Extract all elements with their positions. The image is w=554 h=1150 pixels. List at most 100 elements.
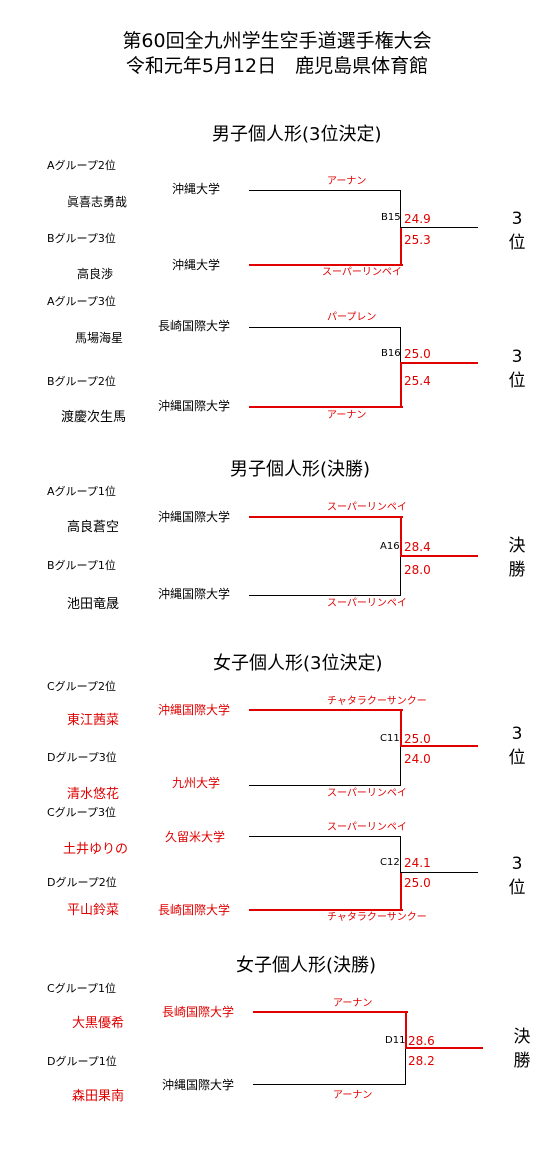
- athlete-name: 清水悠花: [67, 787, 120, 802]
- result-label: 3位: [508, 347, 526, 391]
- university-name: 長崎国際大学: [158, 903, 231, 917]
- score-top: 25.0: [404, 347, 431, 361]
- kata-name: パープレン: [327, 312, 377, 323]
- score-top: 28.4: [404, 540, 431, 554]
- athlete-name: 土井ゆりの: [63, 842, 129, 857]
- bracket-line-winner: [253, 1011, 408, 1013]
- score-bottom: 25.4: [404, 374, 431, 388]
- bracket-line: [400, 872, 478, 873]
- match-id: B15: [381, 212, 401, 223]
- result-label: 3位: [508, 724, 526, 768]
- bracket-line-winner: [249, 264, 403, 266]
- bracket-line: [400, 190, 401, 228]
- kata-name: アーナン: [333, 1090, 373, 1101]
- bracket-line-winner: [405, 1047, 483, 1049]
- university-name: 沖縄国際大学: [158, 399, 231, 413]
- score-bottom: 24.0: [404, 752, 431, 766]
- bracket-line-winner: [400, 873, 402, 911]
- score-bottom: 28.2: [408, 1054, 435, 1068]
- bracket-line-winner: [400, 228, 402, 266]
- university-name: 沖縄国際大学: [162, 1078, 235, 1092]
- athlete-name: 森田果南: [72, 1089, 125, 1104]
- athlete-name: 高良蒼空: [67, 520, 120, 535]
- bracket-line-winner: [400, 709, 402, 747]
- bracket-line: [249, 190, 401, 191]
- result-label: 3位: [508, 854, 526, 898]
- athlete-name: 平山鈴菜: [67, 903, 120, 918]
- group-label: Aグループ1位: [47, 485, 116, 498]
- match-id: A16: [380, 541, 400, 552]
- university-name: 沖縄大学: [172, 258, 221, 272]
- athlete-name: 馬場海星: [75, 331, 124, 345]
- kata-name: スーパーリンペイ: [322, 267, 402, 278]
- section-title-men-third: 男子個人形(3位決定): [212, 124, 382, 145]
- match-id: C12: [380, 857, 400, 868]
- section-title-women-third: 女子個人形(3位決定): [213, 653, 383, 674]
- bracket-line-winner: [400, 745, 478, 747]
- university-name: 沖縄国際大学: [158, 510, 231, 524]
- bracket-line-winner: [249, 516, 403, 518]
- bracket-line: [249, 785, 401, 786]
- score-bottom: 25.0: [404, 876, 431, 890]
- bracket-line: [249, 595, 401, 596]
- result-label: 決勝: [513, 1027, 531, 1071]
- bracket-line: [400, 227, 478, 228]
- group-label: Dグループ2位: [47, 876, 117, 889]
- score-bottom: 25.3: [404, 233, 431, 247]
- score-bottom: 28.0: [404, 563, 431, 577]
- group-label: Dグループ3位: [47, 751, 117, 764]
- group-label: Aグループ3位: [47, 295, 116, 308]
- section-title-women-final: 女子個人形(決勝): [236, 955, 377, 976]
- university-name: 九州大学: [172, 776, 221, 790]
- bracket-line: [253, 1084, 406, 1085]
- bracket-line-winner: [249, 909, 403, 911]
- athlete-name: 高良渉: [77, 267, 114, 281]
- bracket-line: [249, 836, 401, 837]
- event-date-venue: 令和元年5月12日 鹿児島県体育館: [125, 55, 429, 77]
- kata-name: チャタラクーサンクー: [327, 912, 427, 923]
- score-top: 24.9: [404, 212, 431, 226]
- bracket-line-winner: [400, 362, 478, 364]
- kata-name: チャタラクーサンクー: [327, 696, 427, 707]
- score-top: 24.1: [404, 856, 431, 870]
- result-label: 決勝: [508, 536, 526, 580]
- bracket-line-winner: [405, 1011, 407, 1049]
- kata-name: アーナン: [333, 998, 373, 1009]
- bracket-line-winner: [400, 516, 402, 557]
- kata-name: スーパーリンペイ: [327, 502, 407, 513]
- university-name: 沖縄国際大学: [158, 587, 231, 601]
- match-id: C11: [380, 733, 400, 744]
- athlete-name: 渡慶次生馬: [61, 410, 127, 425]
- university-name: 久留米大学: [165, 830, 226, 844]
- group-label: Aグループ2位: [47, 159, 116, 172]
- result-label: 3位: [508, 209, 526, 253]
- event-title: 第60回全九州学生空手道選手権大会: [122, 30, 432, 52]
- university-name: 長崎国際大学: [162, 1005, 235, 1019]
- bracket-line-winner: [249, 406, 403, 408]
- bracket-line-winner: [400, 363, 402, 408]
- bracket-line-winner: [400, 555, 478, 557]
- score-top: 25.0: [404, 732, 431, 746]
- athlete-name: 大黒優希: [72, 1016, 125, 1031]
- kata-name: アーナン: [327, 176, 367, 187]
- bracket-line: [400, 836, 401, 873]
- bracket-line: [405, 1048, 406, 1085]
- kata-name: スーパーリンペイ: [327, 788, 407, 799]
- bracket-line: [249, 327, 401, 328]
- group-label: Bグループ3位: [47, 232, 116, 245]
- kata-name: アーナン: [327, 410, 367, 421]
- group-label: Dグループ1位: [47, 1055, 117, 1068]
- university-name: 沖縄国際大学: [158, 703, 231, 717]
- bracket-line: [400, 746, 401, 786]
- bracket-line: [400, 327, 401, 363]
- score-top: 28.6: [408, 1034, 435, 1048]
- athlete-name: 池田竜晟: [67, 597, 120, 612]
- bracket-line-winner: [249, 709, 403, 711]
- university-name: 長崎国際大学: [158, 319, 231, 333]
- kata-name: スーパーリンペイ: [327, 598, 407, 609]
- section-title-men-final: 男子個人形(決勝): [230, 459, 371, 480]
- match-id: B16: [381, 348, 401, 359]
- group-label: Cグループ3位: [47, 806, 117, 819]
- match-id: D11: [385, 1035, 406, 1046]
- group-label: Bグループ2位: [47, 375, 116, 388]
